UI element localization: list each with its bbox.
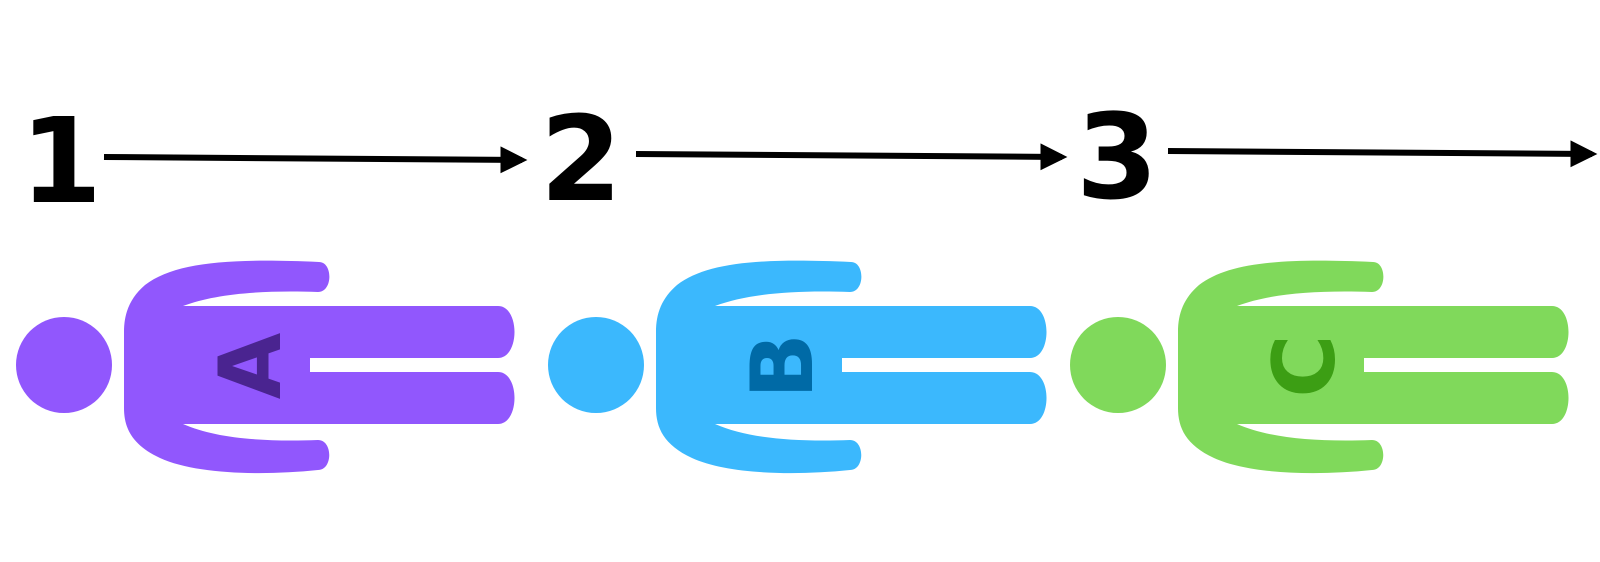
step-3-number: 3 — [1076, 88, 1158, 226]
person-c-head — [1070, 317, 1166, 413]
person-c-label: C — [1255, 334, 1355, 397]
person-a-head — [16, 317, 112, 413]
step-1-number: 1 — [20, 92, 102, 230]
step-3: 3 C — [1070, 88, 1598, 474]
step-2-number: 2 — [540, 90, 622, 228]
step-1: 1 A — [16, 92, 528, 474]
person-a-body — [124, 260, 515, 474]
person-c-figure: C — [1070, 260, 1569, 474]
step-3-arrow — [1167, 140, 1598, 168]
step-2-arrow — [635, 143, 1068, 171]
person-b-head — [548, 317, 644, 413]
step-1-arrow — [103, 146, 528, 174]
person-b-figure: B — [548, 260, 1047, 474]
person-b-body — [656, 260, 1047, 474]
person-c-body — [1178, 260, 1569, 474]
person-b-label: B — [733, 333, 833, 399]
step-2: 2 B — [540, 90, 1068, 474]
person-a-figure: A — [16, 260, 515, 474]
person-a-label: A — [201, 332, 301, 399]
